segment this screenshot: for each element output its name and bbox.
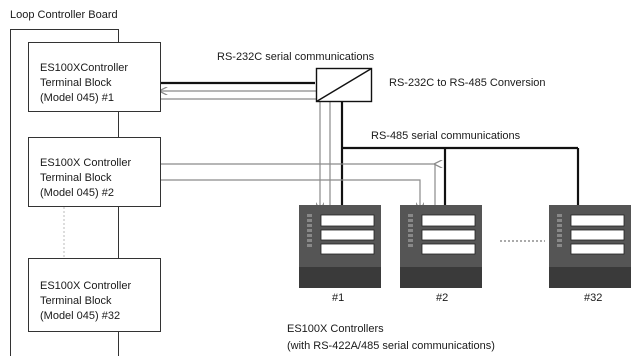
- terminal-block-1: ES100XController Terminal Block (Model 0…: [28, 42, 161, 112]
- controller-unit-1: [299, 205, 381, 288]
- terminal-block-name: ES100XController: [40, 62, 129, 74]
- controller-label-2: #2: [436, 292, 449, 304]
- controllers-title: ES100X Controllers: [287, 323, 384, 335]
- converter-label: RS-232C to RS-485 Conversion: [389, 77, 546, 89]
- terminal-block-type: Terminal Block: [40, 172, 112, 184]
- controller-label-32: #32: [584, 292, 603, 304]
- rs485-bus: [340, 101, 580, 212]
- terminal-block-type: Terminal Block: [40, 295, 112, 307]
- rs485-label: RS-485 serial communications: [371, 130, 521, 142]
- rs232c-label: RS-232C serial communications: [217, 51, 375, 63]
- terminal-block-32: ES100X Controller Terminal Block (Model …: [28, 258, 161, 332]
- terminal-block-model: (Model 045) #32: [40, 310, 121, 322]
- terminal-block-name: ES100X Controller: [40, 280, 132, 292]
- rs485-signal-lines: [160, 91, 435, 210]
- controllers-subtitle: (with RS-422A/485 serial communications): [287, 340, 495, 352]
- controller-unit-32: [549, 205, 631, 288]
- controller-unit-2: [400, 205, 482, 288]
- controller-label-1: #1: [332, 292, 345, 304]
- terminal-block-name: ES100X Controller: [40, 157, 132, 169]
- board-title: Loop Controller Board: [10, 9, 118, 21]
- terminal-block-2: ES100X Controller Terminal Block (Model …: [28, 137, 161, 207]
- rs232-rs485-converter: [315, 67, 373, 103]
- terminal-block-model: (Model 045) #1: [40, 92, 114, 104]
- terminal-block-model: (Model 045) #2: [40, 187, 114, 199]
- terminal-block-type: Terminal Block: [40, 77, 112, 89]
